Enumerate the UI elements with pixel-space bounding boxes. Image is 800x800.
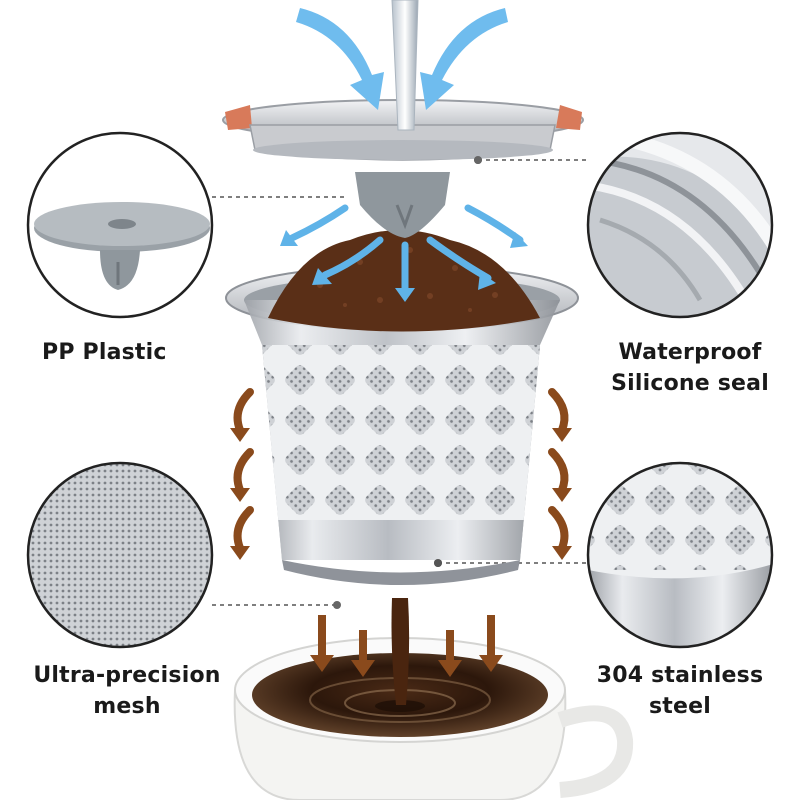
pp-plastic-detail-circle	[26, 131, 214, 319]
silicone-seal-label-line2: Silicone seal	[611, 371, 769, 396]
mesh-label-line2: mesh	[93, 694, 161, 719]
coffee-cup	[233, 637, 634, 800]
drip-arrows	[310, 615, 503, 677]
mesh-label: Ultra-precision mesh	[32, 660, 222, 722]
plastic-nozzle	[355, 172, 450, 238]
leader-dot-mesh	[333, 601, 341, 609]
mesh-detail-circle	[26, 461, 214, 649]
coffee-stream	[391, 598, 410, 705]
steel-label-line1: 304 stainless	[596, 663, 764, 688]
silicone-seal-label: Waterproof Silicone seal	[600, 337, 780, 399]
steel-label: 304 stainless steel	[590, 660, 770, 722]
steel-detail-circle	[586, 461, 774, 649]
pp-plastic-label-line1: PP Plastic	[42, 340, 167, 365]
pp-plastic-label: PP Plastic	[42, 337, 222, 368]
steel-label-line2: steel	[649, 694, 711, 719]
silicone-seal-detail-circle	[586, 131, 774, 319]
water-inflow-arrows	[296, 8, 508, 110]
side-flow-arrows	[233, 388, 569, 552]
mesh-label-line1: Ultra-precision	[33, 663, 221, 688]
silicone-seal-label-line1: Waterproof	[618, 340, 762, 365]
water-stream	[391, 0, 419, 131]
